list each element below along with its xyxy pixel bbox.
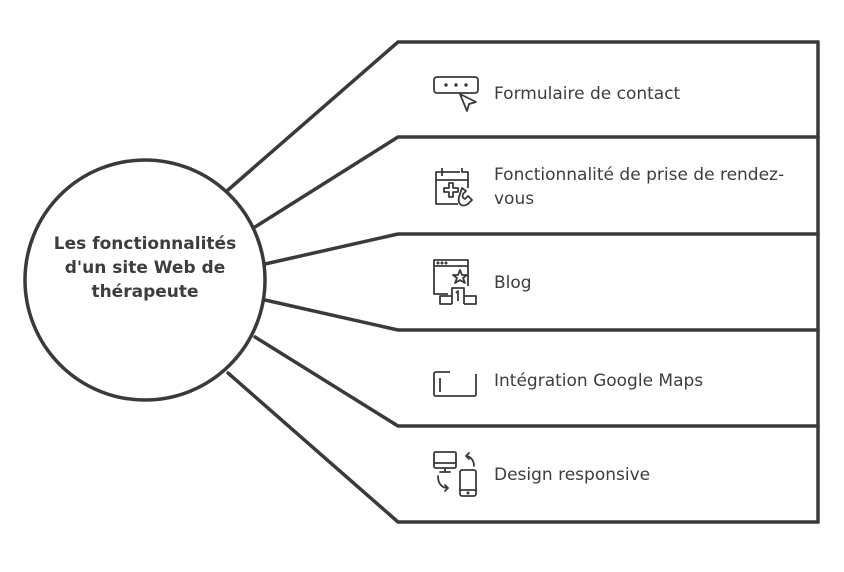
calendar-phone-icon [435,168,473,207]
item-contact-form: Formulaire de contact [430,74,810,114]
item-google-maps: Intégration Google Maps [430,364,810,398]
item-label: Formulaire de contact [494,84,681,104]
item-label: Design responsive [494,465,651,485]
connector-line [263,298,820,332]
contact-form-cursor-icon [433,76,479,112]
item-responsive: Design responsive [430,450,810,500]
center-title: Les fonctionnalités d'un site Web de thé… [53,234,237,302]
connector-line [263,232,820,266]
connector-line [226,371,820,524]
connector-line [253,335,820,428]
item-label: Blog [494,273,532,293]
browser-star-podium-icon [433,259,477,305]
item-label: Fonctionnalité de prise de rendez-vous [494,165,785,209]
item-blog: Blog [430,258,810,308]
connector-line [226,40,820,192]
item-label: Intégration Google Maps [494,371,704,391]
desktop-mobile-sync-icon [433,451,477,497]
center-circle [23,158,267,402]
map-frame-icon [433,371,477,397]
connector-line [253,135,820,229]
item-appointment: Fonctionnalité de prise de rendez-vous [430,163,810,211]
